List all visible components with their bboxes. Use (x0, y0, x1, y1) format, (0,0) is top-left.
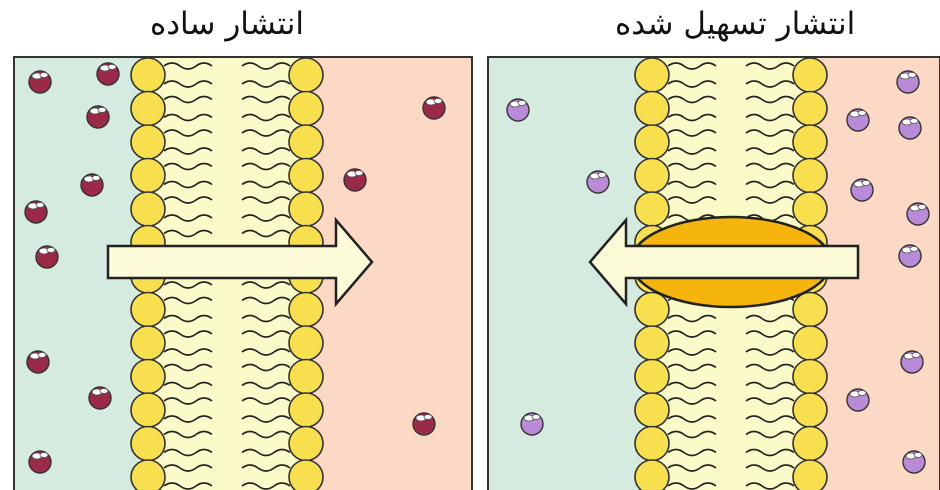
solute-molecule (897, 71, 919, 93)
phospholipid-head (131, 92, 165, 126)
solute-molecule (587, 171, 609, 193)
phospholipid-head (131, 460, 165, 490)
solute-molecule (29, 71, 51, 93)
phospholipid-head (635, 460, 669, 490)
solute-molecule (27, 351, 49, 373)
solute-molecule (29, 451, 51, 473)
phospholipid-head (793, 360, 827, 394)
phospholipid-head (793, 460, 827, 490)
phospholipid-head (289, 427, 323, 461)
phospholipid-head (635, 293, 669, 327)
phospholipid-head (635, 427, 669, 461)
phospholipid-head (131, 427, 165, 461)
phospholipid-head (289, 293, 323, 327)
phospholipid-head (635, 92, 669, 126)
solute-molecule (899, 245, 921, 267)
phospholipid-head (289, 360, 323, 394)
phospholipid-head (131, 159, 165, 193)
facilitated-diffusion-panel (488, 57, 940, 490)
solute-molecule (521, 413, 543, 435)
solute-molecule (847, 109, 869, 131)
phospholipid-head (289, 192, 323, 226)
phospholipid-head (635, 360, 669, 394)
solute-molecule (413, 413, 435, 435)
phospholipid-head (635, 326, 669, 360)
phospholipid-head (131, 360, 165, 394)
solute-molecule (423, 97, 445, 119)
phospholipid-head (131, 192, 165, 226)
phospholipid-head (793, 125, 827, 159)
phospholipid-head (289, 326, 323, 360)
solute-molecule (97, 63, 119, 85)
phospholipid-head (131, 125, 165, 159)
solute-molecule (903, 451, 925, 473)
phospholipid-head (289, 125, 323, 159)
solute-molecule (851, 179, 873, 201)
phospholipid-head (793, 92, 827, 126)
solute-molecule (899, 117, 921, 139)
solute-molecule (907, 203, 929, 225)
phospholipid-head (793, 427, 827, 461)
phospholipid-head (635, 58, 669, 92)
phospholipid-head (793, 326, 827, 360)
phospholipid-head (793, 159, 827, 193)
phospholipid-head (131, 393, 165, 427)
phospholipid-head (635, 159, 669, 193)
solute-molecule (89, 387, 111, 409)
simple-diffusion-panel (14, 57, 472, 490)
phospholipid-head (289, 393, 323, 427)
phospholipid-head (131, 326, 165, 360)
phospholipid-head (131, 58, 165, 92)
phospholipid-head (635, 192, 669, 226)
phospholipid-head (635, 393, 669, 427)
solute-molecule (87, 106, 109, 128)
phospholipid-head (289, 58, 323, 92)
solute-molecule (847, 389, 869, 411)
phospholipid-head (793, 192, 827, 226)
phospholipid-head (793, 293, 827, 327)
solute-molecule (507, 99, 529, 121)
solute-molecule (81, 174, 103, 196)
phospholipid-head (793, 58, 827, 92)
solute-molecule (901, 351, 923, 373)
phospholipid-head (793, 393, 827, 427)
solute-molecule (25, 201, 47, 223)
solute-molecule (36, 246, 58, 268)
phospholipid-head (131, 293, 165, 327)
phospholipid-head (289, 92, 323, 126)
phospholipid-head (289, 159, 323, 193)
phospholipid-head (635, 125, 669, 159)
solute-molecule (344, 169, 366, 191)
phospholipid-head (289, 460, 323, 490)
